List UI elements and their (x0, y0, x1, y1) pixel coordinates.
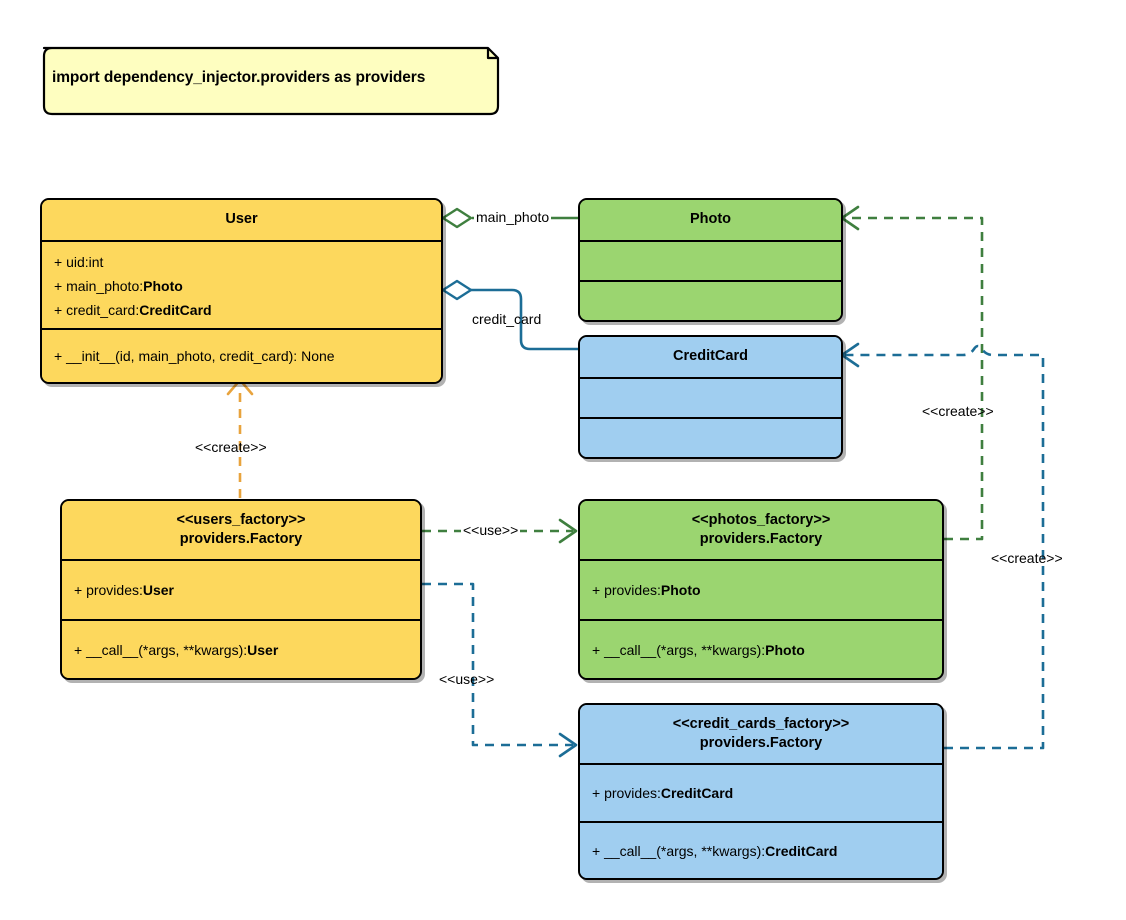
class-title-users-factory: <<users_factory>> providers.Factory (62, 501, 420, 559)
class-methods-user: + __init__(id, main_photo, credit_card):… (42, 328, 441, 382)
note-shape (42, 46, 500, 116)
class-name-user: User (225, 211, 258, 228)
edge-label-create-creditcard: <<create>> (991, 550, 1063, 566)
edge-photosfactory-photo (840, 205, 984, 541)
class-box-credit-cards-factory[interactable]: <<credit_cards_factory>> providers.Facto… (578, 703, 944, 880)
class-methods-creditcard (580, 417, 841, 457)
method-label: + __init__(id, main_photo, credit_card):… (54, 348, 335, 364)
attribute-type: User (142, 582, 175, 598)
note-text: import dependency_injector.providers as … (52, 69, 426, 86)
method-row: + __init__(id, main_photo, credit_card):… (42, 330, 441, 382)
attribute-label: + provides: (592, 582, 661, 598)
attribute-type: CreditCard (139, 302, 212, 318)
attribute-type: int (88, 254, 104, 270)
class-stereotype-users-factory: <<users_factory>> (176, 511, 306, 528)
edge-label-credit-card: credit_card (472, 311, 542, 327)
attribute-row: + provides: CreditCard (580, 765, 942, 821)
attribute-row: + main_photo: Photo (42, 274, 441, 298)
class-title-user: User (42, 200, 441, 240)
edge-label-create-photo: <<create>> (922, 403, 994, 419)
class-attributes-user: + uid: int + main_photo: Photo + credit_… (42, 240, 441, 328)
note-import: import dependency_injector.providers as … (36, 42, 504, 120)
class-attributes-creditcard (580, 377, 841, 417)
class-name-users-factory: providers.Factory (179, 531, 303, 547)
class-name-credit-cards-factory: providers.Factory (699, 735, 823, 751)
class-methods-photos-factory: + __call__(*args, **kwargs): Photo (580, 619, 942, 678)
class-stereotype-credit-cards-factory: <<credit_cards_factory>> (672, 715, 850, 732)
edge-label-create-user: <<create>> (195, 439, 267, 455)
class-box-photo[interactable]: Photo (578, 198, 843, 322)
attribute-label: + provides: (74, 582, 143, 598)
method-label: + __call__(*args, **kwargs): (592, 641, 766, 658)
method-row: + __call__(*args, **kwargs): CreditCard (580, 823, 942, 878)
class-methods-photo (580, 280, 841, 320)
attribute-type: CreditCard (660, 785, 734, 801)
method-type: User (247, 641, 279, 658)
class-box-creditcard[interactable]: CreditCard (578, 335, 843, 459)
class-name-photos-factory: providers.Factory (699, 531, 823, 547)
method-type: CreditCard (765, 842, 838, 859)
class-name-creditcard: CreditCard (673, 348, 748, 365)
attribute-label: + uid: (54, 254, 89, 270)
class-methods-credit-cards-factory: + __call__(*args, **kwargs): CreditCard (580, 821, 942, 878)
attribute-label: + provides: (592, 785, 661, 801)
edge-usersfactory-creditcardsfactory (422, 582, 578, 758)
class-stereotype-photos-factory: <<photos_factory>> (691, 511, 831, 528)
attribute-row: + credit_card: CreditCard (42, 298, 441, 322)
attribute-type: Photo (660, 582, 701, 598)
class-box-user[interactable]: User + uid: int + main_photo: Photo + cr… (40, 198, 443, 384)
method-type: Photo (765, 641, 805, 658)
edge-label-use-creditcards: <<use>> (439, 671, 495, 687)
class-title-photos-factory: <<photos_factory>> providers.Factory (580, 501, 942, 559)
class-attributes-photos-factory: + provides: Photo (580, 559, 942, 619)
method-row: + __call__(*args, **kwargs): Photo (580, 621, 942, 678)
method-label: + __call__(*args, **kwargs): (592, 842, 766, 859)
attribute-row: + provides: Photo (580, 561, 942, 619)
class-title-creditcard: CreditCard (580, 337, 841, 377)
class-attributes-users-factory: + provides: User (62, 559, 420, 619)
class-name-photo: Photo (689, 211, 732, 228)
edge-label-main-photo: main_photo (474, 209, 552, 225)
edge-label-use-photos: <<use>> (461, 522, 521, 538)
method-label: + __call__(*args, **kwargs): (74, 641, 248, 658)
class-title-credit-cards-factory: <<credit_cards_factory>> providers.Facto… (580, 705, 942, 763)
class-methods-users-factory: + __call__(*args, **kwargs): User (62, 619, 420, 678)
attribute-label: + main_photo: (54, 278, 144, 294)
attribute-row: + uid: int (42, 250, 441, 274)
class-title-photo: Photo (580, 200, 841, 240)
class-box-photos-factory[interactable]: <<photos_factory>> providers.Factory + p… (578, 499, 944, 680)
class-attributes-photo (580, 240, 841, 280)
attribute-row: + provides: User (62, 561, 420, 619)
class-box-users-factory[interactable]: <<users_factory>> providers.Factory + pr… (60, 499, 422, 680)
attribute-label: + credit_card: (54, 302, 140, 318)
attribute-type: Photo (143, 278, 183, 294)
class-attributes-credit-cards-factory: + provides: CreditCard (580, 763, 942, 821)
method-row: + __call__(*args, **kwargs): User (62, 621, 420, 678)
